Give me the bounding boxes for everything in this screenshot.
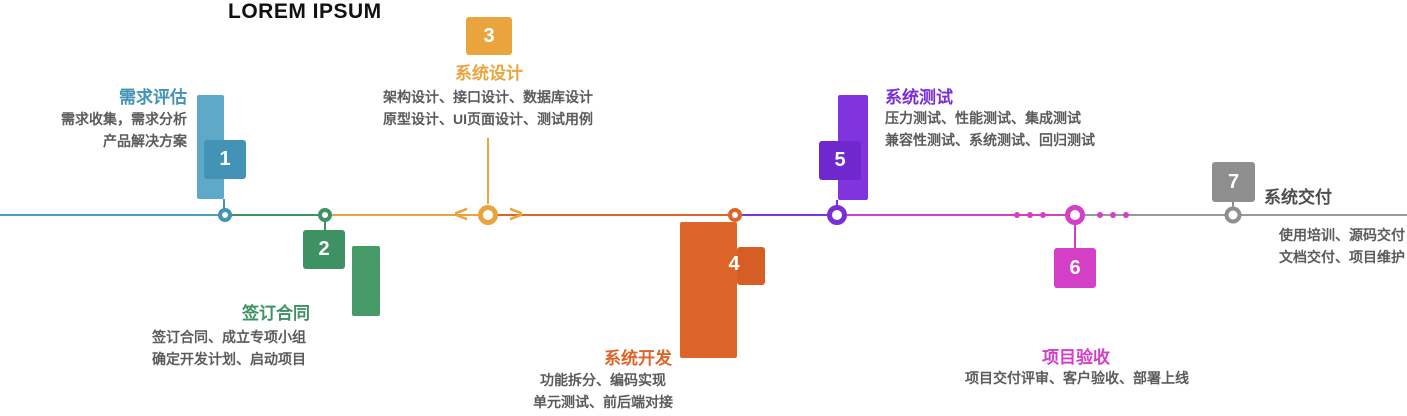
stage-6-number: 6 [1069, 256, 1081, 279]
stage-2-number: 2 [318, 238, 330, 260]
desc-line: 产品解决方案 [103, 133, 187, 149]
stage-5-number: 5 [834, 149, 846, 171]
ellipsis-dot [1040, 212, 1046, 218]
desc-line: 功能拆分、编码实现 [540, 372, 666, 388]
stage-5-desc: 压力测试、性能测试、集成测试 兼容性测试、系统测试、回归测试 [885, 107, 1155, 151]
stage-7-title: 系统交付 [1264, 188, 1332, 207]
ellipsis-dot [1014, 212, 1020, 218]
desc-line: 确定开发计划、启动项目 [152, 351, 306, 367]
stage-6-number-badge: 6 [1054, 248, 1096, 288]
stage-3-number-badge: 3 [466, 17, 512, 55]
stage-1-number-badge: 1 [204, 140, 246, 179]
timeline-segment [735, 214, 837, 216]
stage-2-connector [324, 221, 326, 231]
desc-line: 签订合同、成立专项小组 [152, 329, 306, 345]
stage-5-number-badge: 5 [819, 141, 861, 180]
stage-7-node [1224, 206, 1242, 224]
desc-line: 原型设计、UI页面设计、测试用例 [383, 111, 593, 127]
desc-line: 兼容性测试、系统测试、回归测试 [885, 132, 1095, 148]
ellipsis-dot [1027, 212, 1033, 218]
stage-4-number: 4 [728, 253, 740, 275]
ellipsis-dot [1110, 212, 1116, 218]
stage-2-node [318, 208, 332, 222]
stage-3-desc: 架构设计、接口设计、数据库设计 原型设计、UI页面设计、测试用例 [353, 86, 623, 130]
ellipsis-dot [1097, 212, 1103, 218]
timeline-segment [325, 214, 488, 216]
stage-1-node [218, 208, 232, 222]
stage-3-title: 系统设计 [455, 64, 523, 83]
chevron-right-icon: > [508, 201, 524, 228]
stage-4-node [728, 208, 742, 222]
stage-7-desc: 使用培训、源码交付 文档交付、项目维护 [1240, 224, 1405, 268]
stage-3-number: 3 [483, 24, 495, 47]
stage-1-number: 1 [219, 148, 231, 170]
desc-line: 使用培训、源码交付 [1279, 227, 1405, 243]
stage-2-bar [352, 246, 380, 316]
stage-6-desc: 项目交付评审、客户验收、部署上线 [944, 367, 1210, 389]
stage-3-connector [487, 138, 489, 204]
stage-5-title: 系统测试 [885, 88, 953, 107]
stage-4-desc: 功能拆分、编码实现 单元测试、前后端对接 [494, 369, 712, 413]
stage-6-connector [1074, 224, 1076, 248]
stage-1-connector [223, 199, 225, 210]
stage-1-title: 需求评估 [119, 88, 187, 107]
stage-1-desc: 需求收集，需求分析 产品解决方案 [18, 108, 187, 152]
timeline-segment [488, 214, 735, 216]
timeline-segment [837, 214, 1075, 216]
stage-2-desc: 签订合同、成立专项小组 确定开发计划、启动项目 [123, 326, 335, 370]
timeline-segment [0, 214, 225, 216]
timeline-segment [1233, 214, 1407, 216]
stage-7-connector [1232, 202, 1234, 209]
desc-line: 单元测试、前后端对接 [533, 394, 673, 410]
stage-7-number-badge: 7 [1212, 162, 1255, 202]
ellipsis-dot [1123, 212, 1129, 218]
page-title: LOREM IPSUM [228, 0, 382, 23]
desc-line: 架构设计、接口设计、数据库设计 [383, 89, 593, 105]
stage-7-number: 7 [1227, 170, 1240, 193]
stage-6-node [1065, 205, 1085, 225]
timeline-segment [225, 214, 325, 216]
stage-3-node [478, 205, 498, 225]
stage-4-title: 系统开发 [604, 349, 672, 368]
stage-4-number-badge [737, 247, 765, 285]
desc-line: 文档交付、项目维护 [1279, 249, 1405, 265]
desc-line: 压力测试、性能测试、集成测试 [885, 110, 1081, 126]
desc-line: 需求收集，需求分析 [61, 111, 187, 127]
stage-4-bar [680, 222, 737, 358]
timeline-segment [1075, 214, 1233, 216]
desc-line: 项目交付评审、客户验收、部署上线 [965, 370, 1189, 386]
chevron-left-icon: < [453, 201, 469, 228]
stage-6-title: 项目验收 [1042, 348, 1110, 367]
stage-2-number-badge: 2 [303, 230, 345, 269]
stage-5-node [827, 205, 847, 225]
stage-2-title: 签订合同 [242, 304, 310, 323]
